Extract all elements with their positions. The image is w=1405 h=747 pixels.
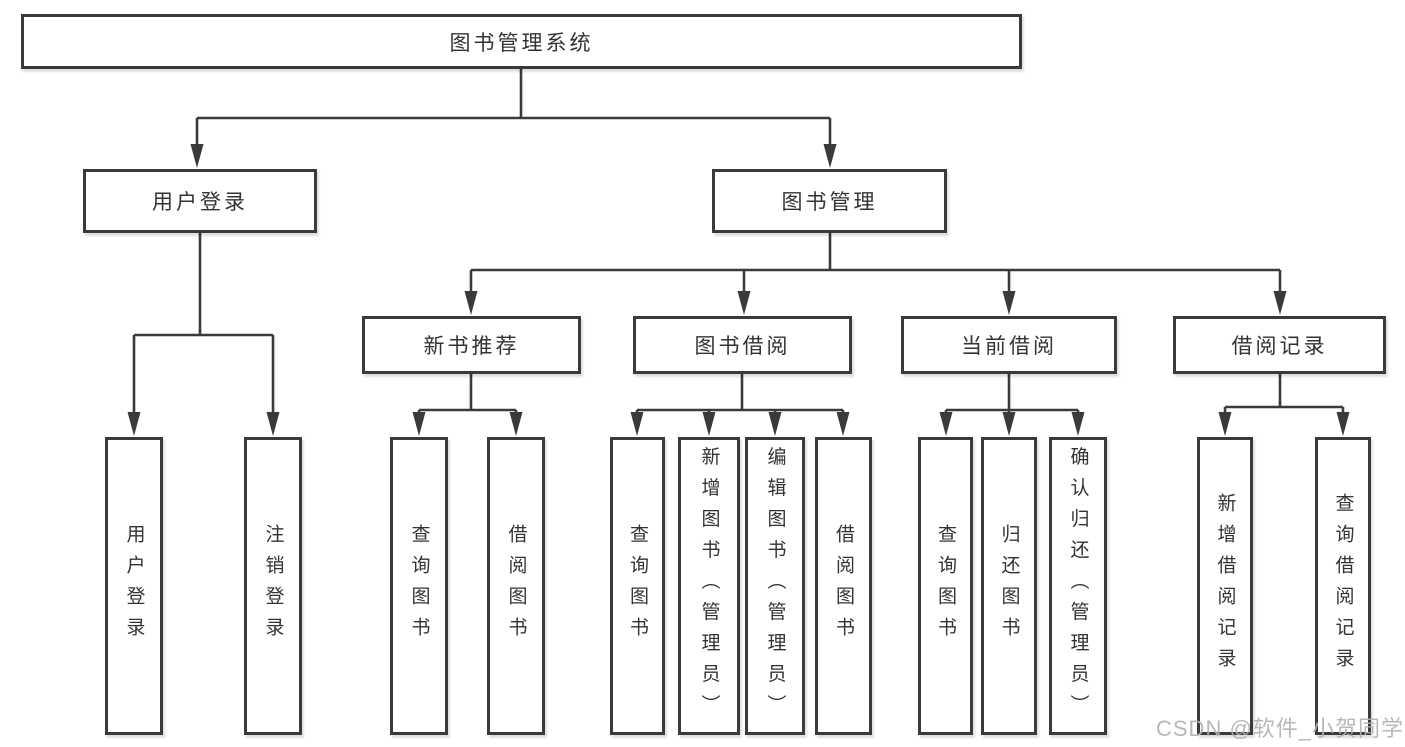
leaf-query-borrow-record: 查询借阅记录: [1315, 437, 1371, 735]
leaf-query-books-3: 查询图书: [918, 437, 973, 735]
node-borrowing-records: 借阅记录: [1173, 316, 1386, 374]
leaf-borrow-books-2: 借阅图书: [815, 437, 872, 735]
leaf-edit-books-admin: 编辑图书（管理员）: [745, 437, 805, 735]
node-new-book-recommendation: 新书推荐: [362, 316, 581, 374]
leaf-add-books-admin: 新增图书（管理员）: [678, 437, 740, 735]
leaf-query-books-1: 查询图书: [390, 437, 448, 735]
leaf-return-books: 归还图书: [981, 437, 1037, 735]
leaf-add-borrow-record: 新增借阅记录: [1197, 437, 1253, 735]
leaf-user-login: 用户登录: [105, 437, 163, 735]
leaf-logout: 注销登录: [244, 437, 302, 735]
leaf-borrow-books-1: 借阅图书: [487, 437, 545, 735]
node-current-borrowing: 当前借阅: [901, 316, 1117, 374]
csdn-watermark: CSDN @软件_小贺同学: [1156, 716, 1405, 741]
leaf-query-books-2: 查询图书: [610, 437, 665, 735]
node-book-borrowing: 图书借阅: [633, 316, 852, 374]
node-book-management-branch: 图书管理: [712, 169, 947, 233]
leaf-confirm-return-admin: 确认归还（管理员）: [1049, 437, 1107, 735]
arrowheads: [127, 144, 1350, 436]
node-library-management-system: 图书管理系统: [21, 14, 1022, 69]
node-user-login-branch: 用户登录: [83, 169, 317, 233]
